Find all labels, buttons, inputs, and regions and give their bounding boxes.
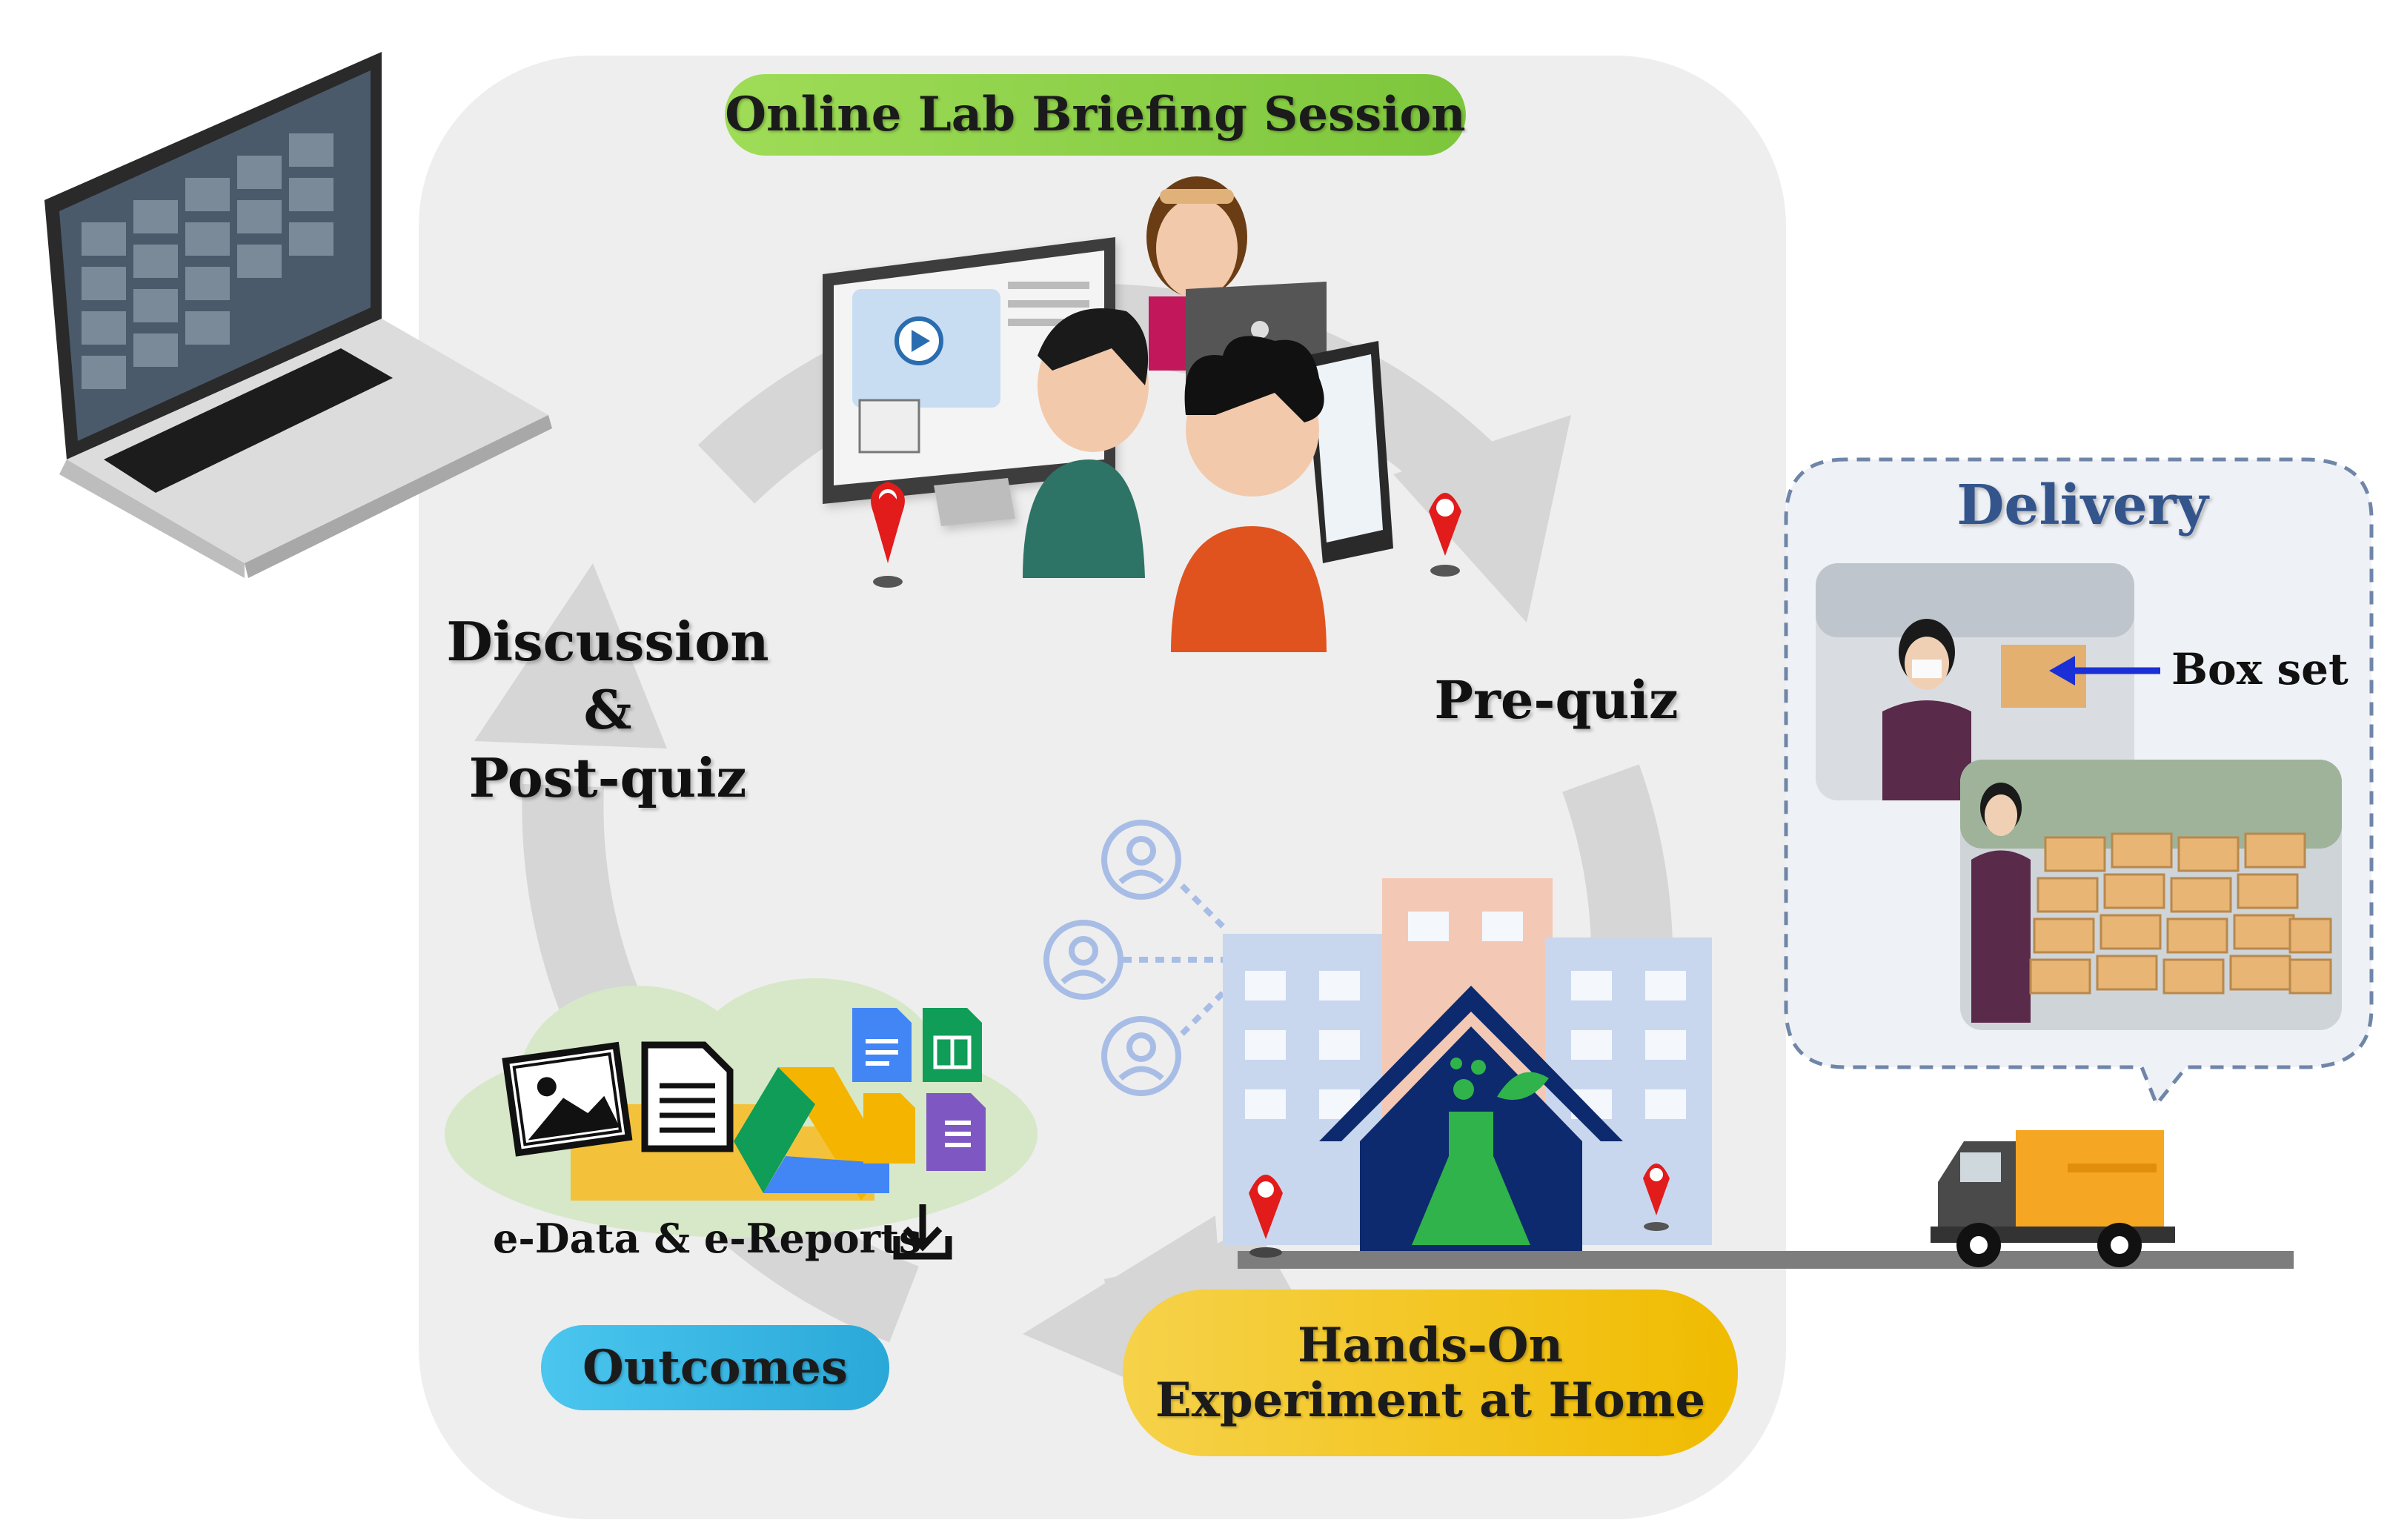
arrow-head-left (474, 563, 667, 749)
outcomes-label: Outcomes (582, 1339, 848, 1395)
people-group-icon (1023, 176, 1393, 652)
discussion-line2: & (583, 678, 632, 742)
briefing-pill: Online Lab Briefing Session (725, 74, 1466, 156)
user-circle-icons (1043, 820, 1225, 1096)
delivery-truck-icon (1931, 1130, 2175, 1267)
briefing-label: Online Lab Briefing Session (725, 87, 1466, 143)
location-pin-icon-4 (1643, 1164, 1670, 1231)
delivery-photo-1 (1816, 563, 2134, 800)
edata-label: e-Data & e-Reports (493, 1215, 922, 1262)
hands-on-label-line1: Hands-On (1297, 1317, 1564, 1373)
delivery-title: Delivery (1956, 474, 2208, 537)
location-pin-icon-2 (1429, 493, 1461, 577)
arrow-head-top-right (1393, 415, 1571, 623)
box-set-label: Box set (2171, 644, 2348, 694)
discussion-line1: Discussion (446, 610, 769, 673)
discussion-line3: Post-quiz (468, 746, 747, 810)
prequiz-label: Pre-quiz (1434, 669, 1679, 731)
box-set-arrow (2049, 656, 2160, 686)
location-pin-icon-3 (1249, 1175, 1283, 1258)
monitor-icon (823, 237, 1115, 526)
laptop-icon (44, 52, 552, 578)
hands-on-pill: Hands-On Experiment at Home (1123, 1290, 1738, 1456)
delivery-photo-2 (1960, 760, 2342, 1030)
outcomes-pill: Outcomes (541, 1325, 889, 1410)
hands-on-label-line2: Experiment at Home (1155, 1372, 1706, 1428)
cloud-storage-icon (445, 978, 1038, 1238)
location-pin-icon (871, 482, 905, 588)
home-lab-house-icon (1319, 986, 1623, 1252)
download-icon (893, 1204, 952, 1260)
discussion-label: Discussion & Post-quiz (445, 608, 771, 812)
